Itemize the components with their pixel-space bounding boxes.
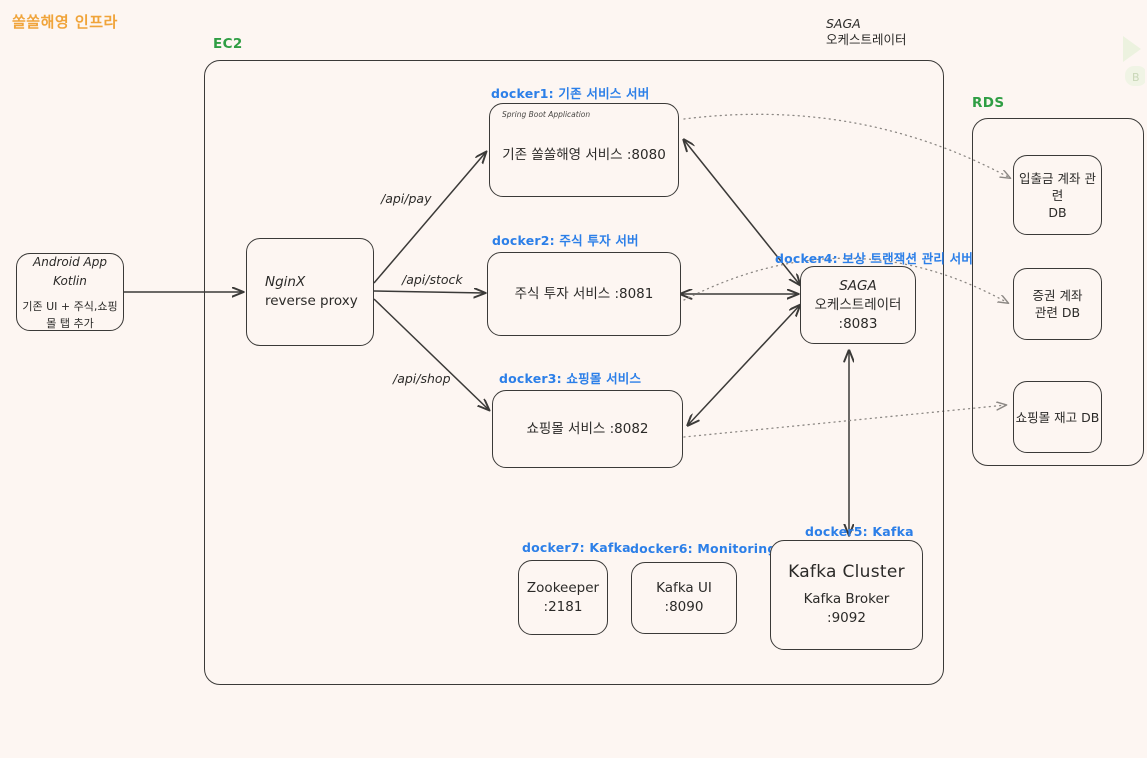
group-label-ec2: EC2 bbox=[213, 36, 243, 52]
kafka-ui-line1: Kafka UI bbox=[656, 580, 712, 596]
kafka-ui-line2: :8090 bbox=[664, 599, 704, 615]
android-client-line2: Kotlin bbox=[53, 273, 87, 288]
page-title: 쏠쏠해영 인프라 bbox=[12, 13, 118, 31]
nginx-line2: reverse proxy bbox=[265, 293, 358, 309]
db-inventory-line1: 쇼핑몰 재고 DB bbox=[1015, 409, 1100, 425]
zookeeper-node[interactable]: Zookeeper :2181 bbox=[518, 560, 608, 635]
docker-label-4: docker4: 보상 트랜잭션 관리 서버 bbox=[775, 251, 974, 266]
play-button-icon[interactable]: B bbox=[1101, 30, 1145, 90]
docker-label-7: docker7: Kafka bbox=[522, 540, 631, 555]
route-label-shop: /api/shop bbox=[393, 371, 451, 386]
kafka-broker-line2: :9092 bbox=[827, 610, 866, 626]
docker-label-5: docker5: Kafka bbox=[805, 524, 914, 539]
android-client-line1: Android App bbox=[33, 254, 107, 269]
service-node-existing[interactable]: Spring Boot Application 기존 쏠쏠해영 서비스 :808… bbox=[489, 103, 679, 197]
service-name-stock: 주식 투자 서비스 :8081 bbox=[514, 285, 654, 302]
docker-label-3: docker3: 쇼핑몰 서비스 bbox=[499, 371, 642, 386]
zookeeper-line1: Zookeeper bbox=[526, 579, 600, 596]
saga-annotation-line2: 오케스트레이터 bbox=[826, 32, 907, 47]
saga-annotation: SAGA 오케스트레이터 bbox=[826, 16, 907, 48]
saga-line1: SAGA bbox=[839, 277, 877, 294]
db-deposit-line1: 입출금 계좌 관련 bbox=[1019, 170, 1096, 203]
kafka-ui-node[interactable]: Kafka UI :8090 bbox=[631, 562, 737, 634]
route-label-pay: /api/pay bbox=[381, 191, 432, 206]
nginx-proxy-node[interactable]: NginX reverse proxy bbox=[246, 238, 374, 346]
kafka-cluster-title: Kafka Cluster bbox=[788, 562, 905, 582]
db-securities-line2: 관련 DB bbox=[1034, 305, 1081, 320]
ec2-container bbox=[204, 60, 944, 685]
android-client-line4: 몰 탭 추가 bbox=[46, 316, 94, 330]
nginx-line1: NginX bbox=[265, 274, 306, 290]
db-securities-line1: 증권 계좌 bbox=[1032, 288, 1083, 303]
db-deposit-line2: DB bbox=[1048, 204, 1067, 220]
service-name-shop: 쇼핑몰 서비스 :8082 bbox=[526, 420, 649, 437]
android-client-line3: 기존 UI + 주식,쇼핑 bbox=[22, 299, 118, 313]
saga-orchestrator-node[interactable]: SAGA 오케스트레이터 :8083 bbox=[800, 266, 916, 344]
saga-line3: :8083 bbox=[838, 315, 878, 332]
docker-label-6: docker6: Monitoring bbox=[630, 541, 777, 556]
svg-text:B: B bbox=[1132, 71, 1140, 84]
group-label-rds: RDS bbox=[972, 95, 1005, 111]
db-node-inventory[interactable]: 쇼핑몰 재고 DB bbox=[1013, 381, 1102, 453]
docker-label-2: docker2: 주식 투자 서버 bbox=[492, 233, 639, 248]
kafka-cluster-node[interactable]: Kafka Cluster Kafka Broker :9092 bbox=[770, 540, 923, 650]
db-node-deposit[interactable]: 입출금 계좌 관련 DB bbox=[1013, 155, 1102, 235]
service-node-shop[interactable]: 쇼핑몰 서비스 :8082 bbox=[492, 390, 683, 468]
kafka-broker-line1: Kafka Broker bbox=[803, 591, 890, 607]
service-node-stock[interactable]: 주식 투자 서비스 :8081 bbox=[487, 252, 681, 336]
saga-annotation-line1: SAGA bbox=[826, 16, 861, 31]
spring-boot-tag: Spring Boot Application bbox=[502, 110, 591, 119]
db-node-securities[interactable]: 증권 계좌 관련 DB bbox=[1013, 268, 1102, 340]
android-client-node[interactable]: Android App Kotlin 기존 UI + 주식,쇼핑 몰 탭 추가 bbox=[16, 253, 124, 331]
service-name-existing: 기존 쏠쏠해영 서비스 :8080 bbox=[502, 146, 666, 163]
route-label-stock: /api/stock bbox=[402, 272, 463, 287]
docker-label-1: docker1: 기존 서비스 서버 bbox=[491, 86, 650, 101]
rds-container bbox=[972, 118, 1144, 466]
zookeeper-line2: :2181 bbox=[543, 598, 583, 615]
saga-line2: 오케스트레이터 bbox=[814, 296, 902, 313]
